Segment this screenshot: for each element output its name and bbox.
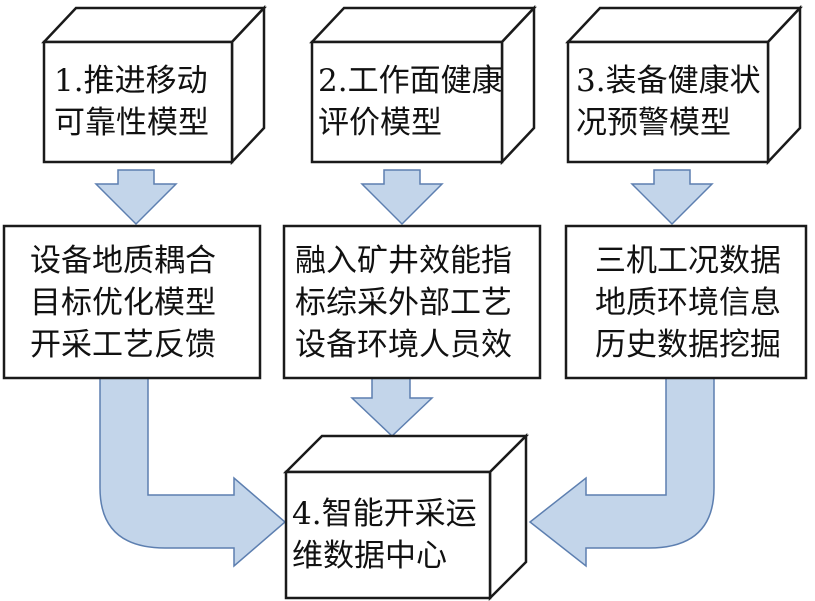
center-box <box>282 432 530 601</box>
info-box-1-line-1: 设备地质耦合 <box>30 243 216 279</box>
info-box-2 <box>282 224 542 380</box>
model-box-1-line-2: 可靠性模型 <box>54 105 209 141</box>
model-box-2-line-1: 2.工作面健康 <box>318 63 503 99</box>
info-box-3-line-3: 历史数据挖掘 <box>595 327 781 363</box>
model-box-2-text: 2.工作面健康 评价模型 <box>318 60 503 144</box>
info-box-1-text: 设备地质耦合 目标优化模型 开采工艺反馈 <box>30 240 216 366</box>
info-box-1 <box>2 224 262 380</box>
info-box-3-text: 三机工况数据 地质环境信息 历史数据挖掘 <box>595 240 781 366</box>
curved-arrow-right <box>528 377 715 568</box>
info-box-1-line-2: 目标优化模型 <box>30 285 216 321</box>
model-box-1-line-1: 1.推进移动 <box>54 63 208 99</box>
down-arrow-2 <box>360 169 444 226</box>
info-box-2-line-1: 融入矿井效能指 <box>295 243 512 279</box>
down-arrow-center <box>350 377 434 438</box>
info-box-3-line-2: 地质环境信息 <box>595 285 781 321</box>
info-box-2-line-3: 设备环境人员效 <box>295 327 512 363</box>
center-box-line-1: 4.智能开采运 <box>292 496 477 532</box>
info-box-2-text: 融入矿井效能指 标综采外部工艺 设备环境人员效 <box>295 240 512 366</box>
model-box-3 <box>565 4 803 166</box>
center-box-text: 4.智能开采运 维数据中心 <box>292 493 477 577</box>
model-box-3-line-1: 3.装备健康状 <box>576 63 761 99</box>
info-box-3-line-1: 三机工况数据 <box>595 243 781 279</box>
model-box-2-line-2: 评价模型 <box>318 105 442 141</box>
model-box-2 <box>309 4 537 166</box>
info-box-2-line-2: 标综采外部工艺 <box>295 285 512 321</box>
curved-arrow-left <box>99 377 287 568</box>
model-box-3-text: 3.装备健康状 况预警模型 <box>576 60 761 144</box>
down-arrow-3 <box>630 169 714 226</box>
center-box-line-2: 维数据中心 <box>292 538 447 574</box>
info-box-3 <box>564 224 808 380</box>
model-box-1-text: 1.推进移动 可靠性模型 <box>54 60 209 144</box>
down-arrow-1 <box>94 169 178 226</box>
model-box-3-line-2: 况预警模型 <box>576 105 731 141</box>
info-box-1-line-3: 开采工艺反馈 <box>30 327 216 363</box>
model-box-1 <box>41 4 267 166</box>
